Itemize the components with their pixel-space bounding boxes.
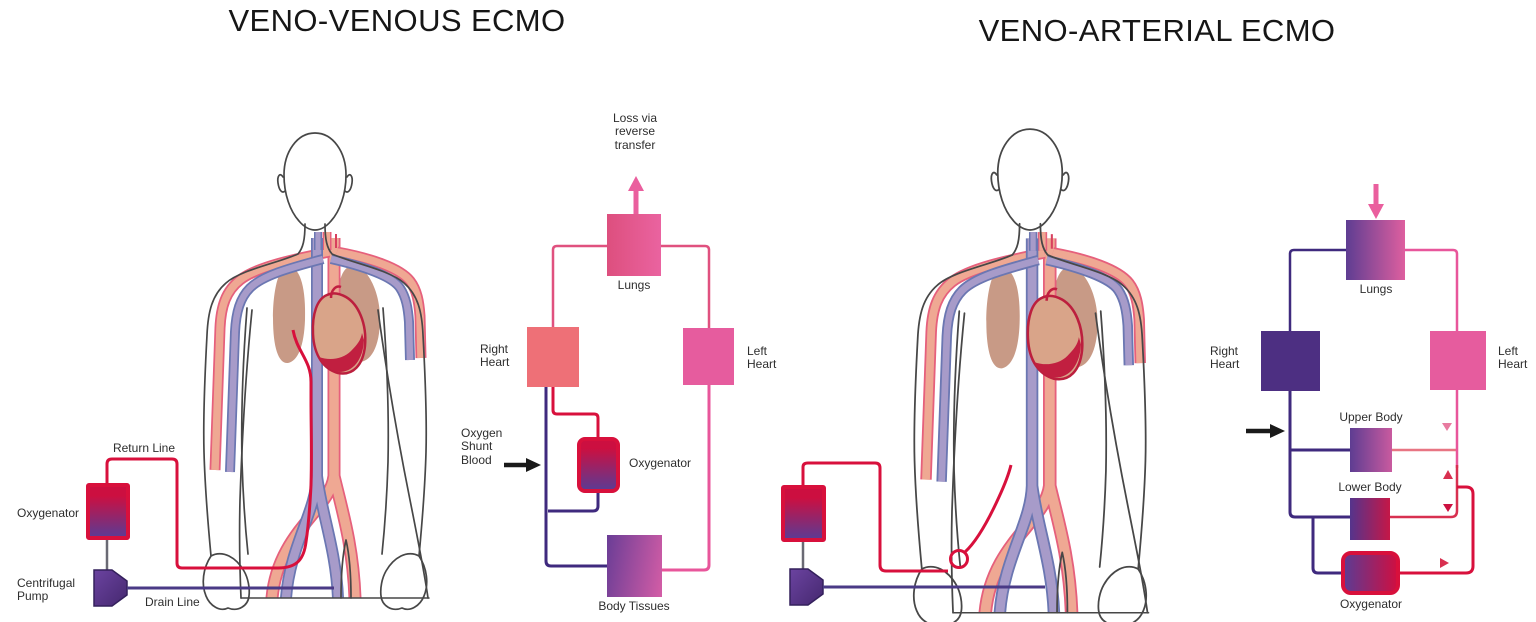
va-upper-body-label: Upper Body (1339, 410, 1403, 424)
loss-flow-up-arrow-icon (628, 176, 644, 191)
vv-equipment-lines (93, 329, 334, 607)
shunt-black-arrow-icon (526, 458, 541, 472)
lungs-flow-down-arrow-icon (1368, 204, 1384, 219)
vv-oxygenator-box (577, 437, 620, 493)
patient-figure-vv (203, 133, 429, 609)
va-title: VENO-ARTERIAL ECMO (978, 13, 1336, 48)
vv-left-heart-label: Left Heart (747, 344, 777, 372)
vv-circuit-lines (504, 176, 711, 572)
va-circuit-lines (1246, 184, 1475, 575)
vv-oxygenator-label: Oxygenator (629, 456, 692, 470)
flow-right-arrow-small-icon (1440, 558, 1449, 568)
va-right-heart-label: Right Heart (1210, 344, 1240, 372)
vv-right-heart-label: Right Heart (480, 342, 510, 370)
vv-equipment-oxygenator-box (86, 483, 130, 540)
va-pigtail-loop (949, 549, 969, 569)
vv-title: VENO-VENOUS ECMO (228, 3, 566, 38)
va-right-heart-box (1261, 331, 1320, 391)
flow-down-arrow-small-icon (1442, 423, 1452, 431)
patient-figure-va (914, 129, 1149, 622)
va-lungs-label: Lungs (1359, 282, 1393, 296)
va-black-arrow-icon (1270, 424, 1285, 438)
vv-loss-label: Loss via reverse transfer (612, 111, 658, 152)
va-upper-body-box (1350, 428, 1392, 472)
vv-return-line (105, 329, 313, 570)
vv-right-heart-box (527, 327, 579, 387)
va-equipment-lines (789, 461, 1045, 606)
vv-lungs-box (607, 214, 661, 276)
centrifugal-pump-label: Centrifugal Pump (17, 576, 76, 604)
va-lower-body-label: Lower Body (1338, 480, 1402, 494)
va-return-line (801, 461, 948, 573)
vv-centrifugal-pump-shape (93, 569, 128, 607)
va-left-heart-box (1430, 331, 1486, 390)
va-centrifugal-pump-shape (789, 568, 824, 606)
return-line-label: Return Line (112, 441, 176, 455)
va-left-heart-label: Left Heart (1498, 344, 1528, 372)
vv-body-tissues-label: Body Tissues (598, 599, 670, 613)
flow-down-arrow-small-icon (1443, 504, 1453, 512)
vv-shunt-label: Oxygen Shunt Blood (461, 426, 503, 467)
va-oxygenator-box (1341, 551, 1400, 595)
equipment-oxygenator-label: Oxygenator (17, 506, 80, 520)
vv-lungs-label: Lungs (617, 278, 651, 292)
flow-up-arrow-small-icon (1443, 470, 1453, 479)
va-lower-body-box (1350, 498, 1390, 540)
vv-left-heart-box (683, 328, 734, 385)
vv-body-tissues-box (607, 535, 662, 597)
va-lungs-box (1346, 220, 1405, 280)
va-oxygenator-label: Oxygenator (1339, 597, 1403, 611)
drain-line-label: Drain Line (145, 595, 200, 609)
va-equipment-oxygenator-box (781, 485, 826, 542)
